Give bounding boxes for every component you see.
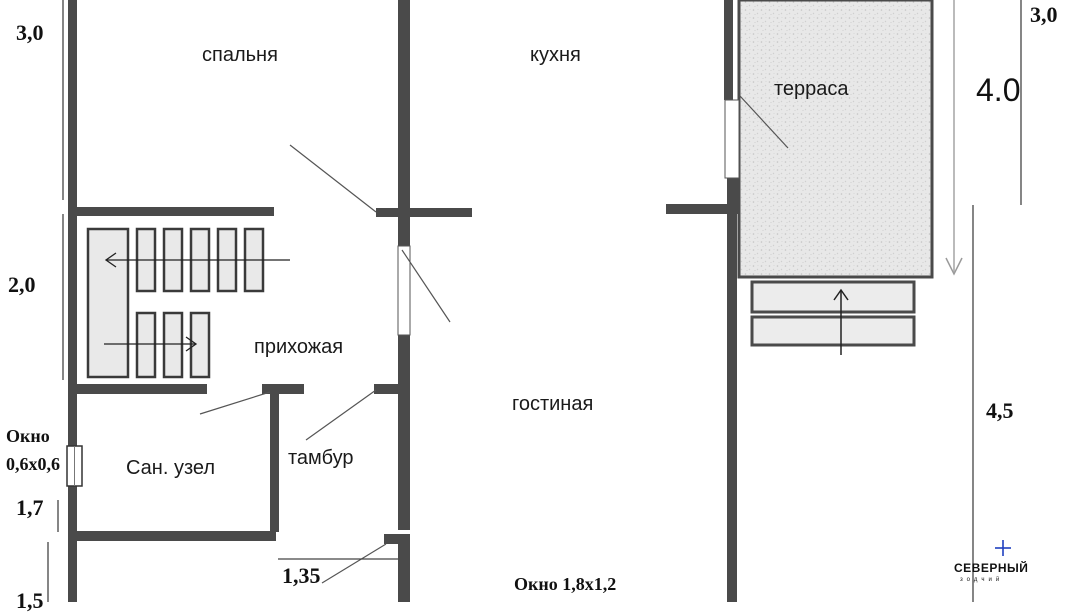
terrace-step-lower xyxy=(750,315,916,347)
staircase xyxy=(86,227,265,379)
logo-mark xyxy=(995,540,1011,556)
door-swings xyxy=(199,95,789,584)
terrace-area xyxy=(737,0,934,279)
dimension-lines xyxy=(47,0,1022,602)
room-label-living-room: гостиная xyxy=(512,393,594,415)
living-window-label: Окно 1,8х1,2 xyxy=(514,574,617,594)
room-label-bedroom: спальня xyxy=(202,44,278,66)
logo-name: СЕВЕРНЫЙ xyxy=(954,561,1029,575)
terrace-dim-arrow xyxy=(945,257,963,276)
room-label-kitchen: кухня xyxy=(530,44,581,66)
room-label-terrace: терраса xyxy=(774,78,849,100)
terrace-step-upper xyxy=(750,280,916,314)
dimension-right-terrace: 4.0 xyxy=(976,72,1021,108)
dimension-right-top: 3,0 xyxy=(1030,2,1058,27)
room-label-bathroom: Сан. узел xyxy=(126,457,216,479)
stair-arrow-lower-head xyxy=(185,336,198,352)
bath-window-label-line2: 0,6х0,6 xyxy=(6,454,60,474)
dimension-left-bath: 1,7 xyxy=(16,495,44,520)
step-arrow-head xyxy=(833,288,849,301)
hall-door-opening xyxy=(397,245,411,336)
dimension-left-middle: 2,0 xyxy=(8,272,36,297)
dimension-bottom-inner: 1,35 xyxy=(282,563,321,588)
room-label-hallway: прихожая xyxy=(254,336,344,358)
dimension-left-top: 3,0 xyxy=(16,20,44,45)
walls xyxy=(68,0,739,602)
logo-subtitle: зодчий xyxy=(960,577,1004,583)
dimension-left-bottom: 1,5 xyxy=(16,588,44,613)
bath-window-label-line1: Окно xyxy=(6,426,50,446)
room-label-vestibule: тамбур xyxy=(288,447,354,469)
dimension-right-middle: 4,5 xyxy=(986,398,1014,423)
terrace-door-opening xyxy=(724,99,740,179)
stair-arrow-upper-head xyxy=(104,252,117,268)
